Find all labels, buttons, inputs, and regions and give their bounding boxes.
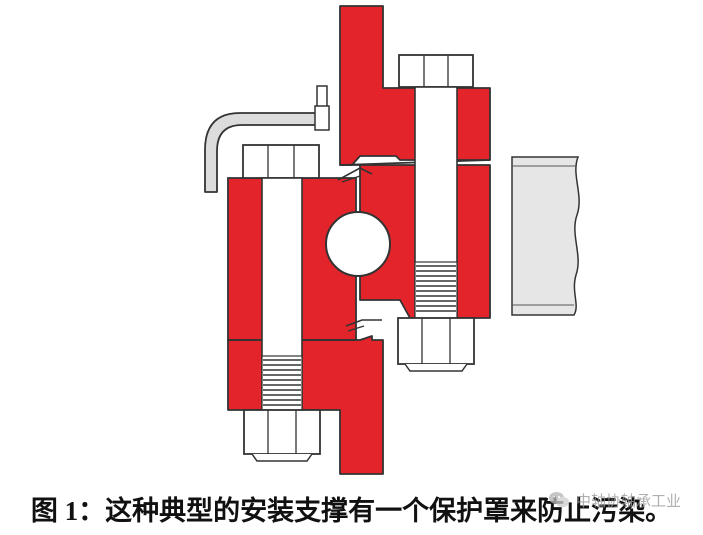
bolt-head-icon [242,144,320,179]
bearing-ball [325,211,391,277]
bolt-head-icon [398,54,474,88]
figure-number: 图 1 [30,496,79,526]
bolt-right [397,54,475,372]
shaft [511,156,580,316]
seal-top-icon [337,167,373,183]
protective-cover [204,85,330,193]
figure-caption: 图 1：这种典型的安装支撑有一个保护罩来防止污染。 [0,488,703,534]
watermark-text: 中轴协轴承工业 [576,491,682,510]
seal-bottom-icon [345,319,382,332]
figure-caption-text: ：这种典型的安装支撑有一个保护罩来防止污染。 [78,496,673,527]
nut-icon [397,317,475,365]
cover-screw-icon [316,85,328,109]
bolt-thread-icon [261,355,303,411]
watermark: 中轴协轴承工业 [548,489,681,511]
nut-icon [243,409,321,455]
wechat-chat-bubbles-icon [549,492,569,508]
bolt-left [242,144,321,462]
bolt-thread-icon [414,261,458,319]
